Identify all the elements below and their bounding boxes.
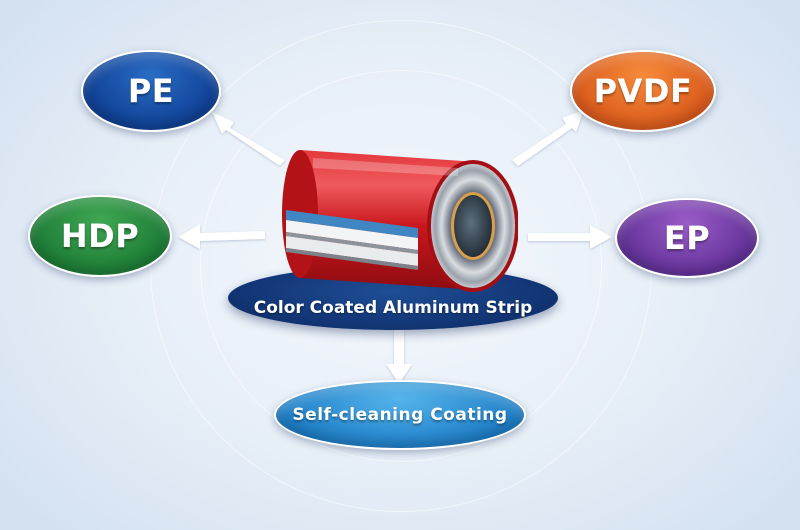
node-pvdf-label: PVDF (593, 72, 693, 110)
center-node-text: Color Coated Aluminum Strip (253, 298, 533, 318)
arrow-to-pe (212, 112, 285, 166)
node-self-cleaning-coating: Self-cleaning Coating (274, 380, 526, 450)
node-hdp-label: HDP (60, 217, 140, 255)
arrow-to-ep (528, 225, 612, 249)
node-ep: EP (615, 198, 759, 278)
node-self-cleaning-label: Self-cleaning Coating (292, 405, 508, 425)
node-hdp: HDP (28, 195, 172, 277)
node-pe-label: PE (127, 72, 175, 110)
arrow-to-selfclean (386, 330, 412, 384)
arrow-to-pvdf (512, 110, 584, 166)
aluminum-coil-illustration (282, 150, 518, 292)
node-pvdf: PVDF (570, 50, 716, 132)
node-ep-label: EP (663, 219, 711, 257)
arrow-to-hdp (178, 224, 265, 249)
node-pe: PE (81, 50, 221, 132)
